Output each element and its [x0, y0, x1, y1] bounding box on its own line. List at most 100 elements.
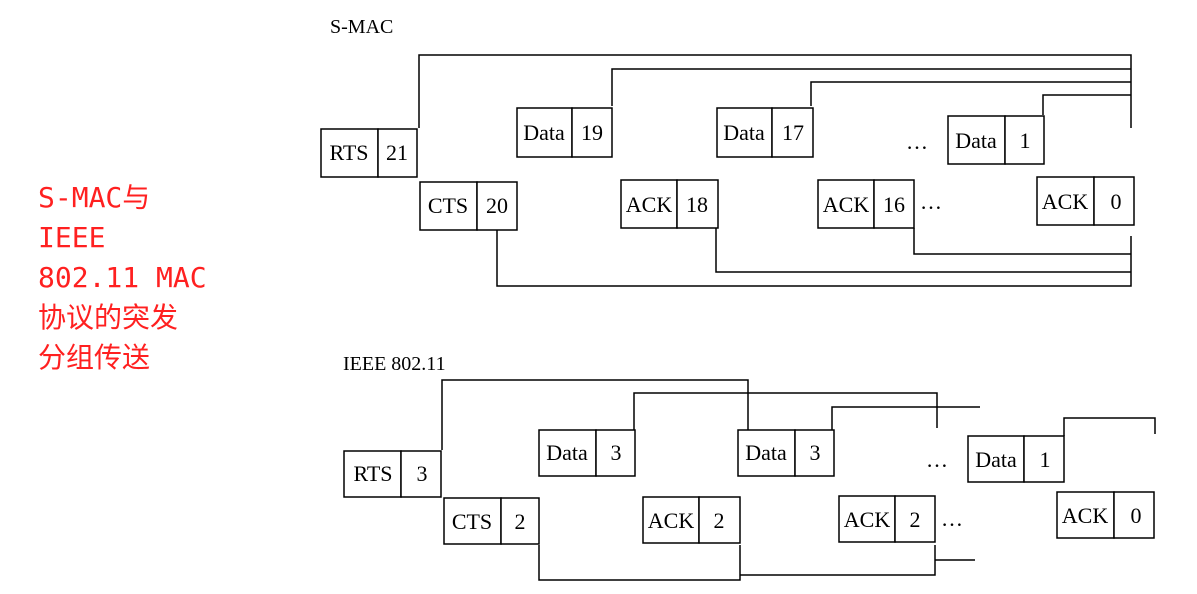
frame-type-label: Data	[745, 440, 787, 465]
ieee-cts-wire	[538, 545, 741, 581]
smac-wires	[418, 54, 1132, 287]
smac-frame-data-1: Data 1	[947, 115, 1045, 165]
ieee-rts-wire	[441, 379, 749, 450]
frame-num-label: 20	[486, 193, 508, 218]
frame-num-label: 21	[386, 140, 408, 165]
frame-num-cell	[894, 495, 936, 543]
frame-num-label: 2	[515, 509, 526, 534]
caption-line: 分组传送	[38, 341, 151, 374]
frame-num-cell	[676, 179, 719, 229]
frame-type-cell	[516, 107, 573, 158]
frame-type-cell	[320, 128, 379, 178]
frame-num-cell	[771, 107, 814, 158]
frame-num-cell	[476, 181, 518, 231]
ieee-frame-ack-2b: ACK 2	[838, 495, 936, 543]
smac-ellipsis: …	[906, 129, 928, 154]
ieee-wires	[441, 379, 1156, 581]
ieee-frame-rts: RTS 3	[343, 450, 442, 498]
ieee-data1-wire	[1063, 417, 1156, 436]
smac-cts-wire	[496, 230, 1132, 287]
frame-type-label: CTS	[452, 509, 492, 534]
frame-type-cell	[343, 450, 402, 498]
smac-ellipsis: …	[920, 189, 942, 214]
smac-frame-rts: RTS 21	[320, 128, 418, 178]
frame-num-cell	[873, 179, 915, 229]
frame-type-label: Data	[523, 120, 565, 145]
frame-num-cell	[377, 128, 418, 178]
frame-type-label: ACK	[648, 508, 695, 533]
frame-num-cell	[400, 450, 442, 498]
ieee-frame-data-3a: Data 3	[538, 429, 636, 477]
frame-num-label: 2	[910, 507, 921, 532]
frame-type-cell	[737, 429, 796, 477]
frame-type-cell	[1036, 176, 1095, 226]
ieee-title: IEEE 802.11	[343, 353, 446, 375]
frame-type-label: RTS	[353, 461, 392, 486]
frame-num-cell	[571, 107, 613, 158]
ieee-frame-ack-0: ACK 0	[1056, 491, 1155, 539]
frame-type-label: ACK	[823, 192, 870, 217]
frame-type-cell	[716, 107, 773, 158]
frame-type-cell	[642, 496, 700, 544]
frame-num-cell	[1113, 491, 1155, 539]
diagram-caption: S-MAC与 IEEE 802.11 MAC 协议的突发 分组传送	[38, 178, 207, 378]
frame-type-cell	[947, 115, 1006, 165]
caption-line: 802.11 MAC	[38, 261, 207, 294]
frame-type-label: Data	[723, 120, 765, 145]
frame-type-label: ACK	[1042, 189, 1089, 214]
ieee-frame-data-3b: Data 3	[737, 429, 835, 477]
smac-ack18-wire	[715, 228, 1131, 273]
frame-num-label: 19	[581, 120, 603, 145]
frame-num-cell	[500, 497, 540, 545]
frame-num-cell	[794, 429, 835, 477]
frame-type-label: RTS	[329, 140, 368, 165]
frame-num-label: 0	[1111, 189, 1122, 214]
ieee-frame-data-1: Data 1	[967, 435, 1065, 483]
frame-type-label: ACK	[1062, 503, 1109, 528]
frame-num-label: 16	[883, 192, 905, 217]
frame-num-label: 2	[714, 508, 725, 533]
frame-num-label: 3	[611, 440, 622, 465]
frame-type-label: CTS	[428, 193, 468, 218]
smac-frame-data-19: Data 19	[516, 107, 613, 158]
ieee-data3a-wire	[633, 392, 938, 430]
smac-frame-ack-0: ACK 0	[1036, 176, 1135, 226]
frame-num-cell	[595, 429, 636, 477]
frame-num-cell	[1004, 115, 1045, 165]
smac-data1-wire	[1042, 94, 1131, 115]
frame-type-label: Data	[955, 128, 997, 153]
frame-num-label: 3	[810, 440, 821, 465]
frame-type-label: Data	[975, 447, 1017, 472]
smac-frame-ack-18: ACK 18	[620, 179, 719, 229]
ieee-frame-ack-2a: ACK 2	[642, 496, 741, 544]
ieee-ellipsis: …	[941, 506, 963, 531]
ieee-ack2a-wire	[740, 545, 936, 576]
frame-num-label: 18	[686, 192, 708, 217]
frame-type-cell	[419, 181, 478, 231]
frame-num-label: 0	[1131, 503, 1142, 528]
ieee-data3b-wire	[831, 406, 980, 430]
frame-type-label: ACK	[844, 507, 891, 532]
smac-data19-wire	[611, 68, 1131, 106]
frame-num-label: 1	[1040, 447, 1051, 472]
smac-ack16-wire	[913, 228, 1131, 255]
frame-type-cell	[538, 429, 597, 477]
frame-num-label: 3	[417, 461, 428, 486]
ieee-ellipsis: …	[926, 447, 948, 472]
frame-type-cell	[838, 495, 896, 543]
caption-line: 协议的突发	[38, 301, 179, 334]
frame-num-label: 17	[782, 120, 804, 145]
ieee-frame-cts: CTS 2	[443, 497, 540, 545]
smac-frame-ack-16: ACK 16	[817, 179, 915, 229]
frame-type-label: ACK	[626, 192, 673, 217]
frame-type-label: Data	[546, 440, 588, 465]
frame-type-cell	[620, 179, 678, 229]
caption-line: IEEE	[38, 221, 106, 254]
smac-title: S-MAC	[330, 16, 393, 38]
frame-type-cell	[817, 179, 875, 229]
smac-rts-wire	[418, 54, 1132, 128]
smac-frame-data-17: Data 17	[716, 107, 814, 158]
caption-line: S-MAC与	[38, 181, 151, 214]
frame-num-label: 1	[1020, 128, 1031, 153]
